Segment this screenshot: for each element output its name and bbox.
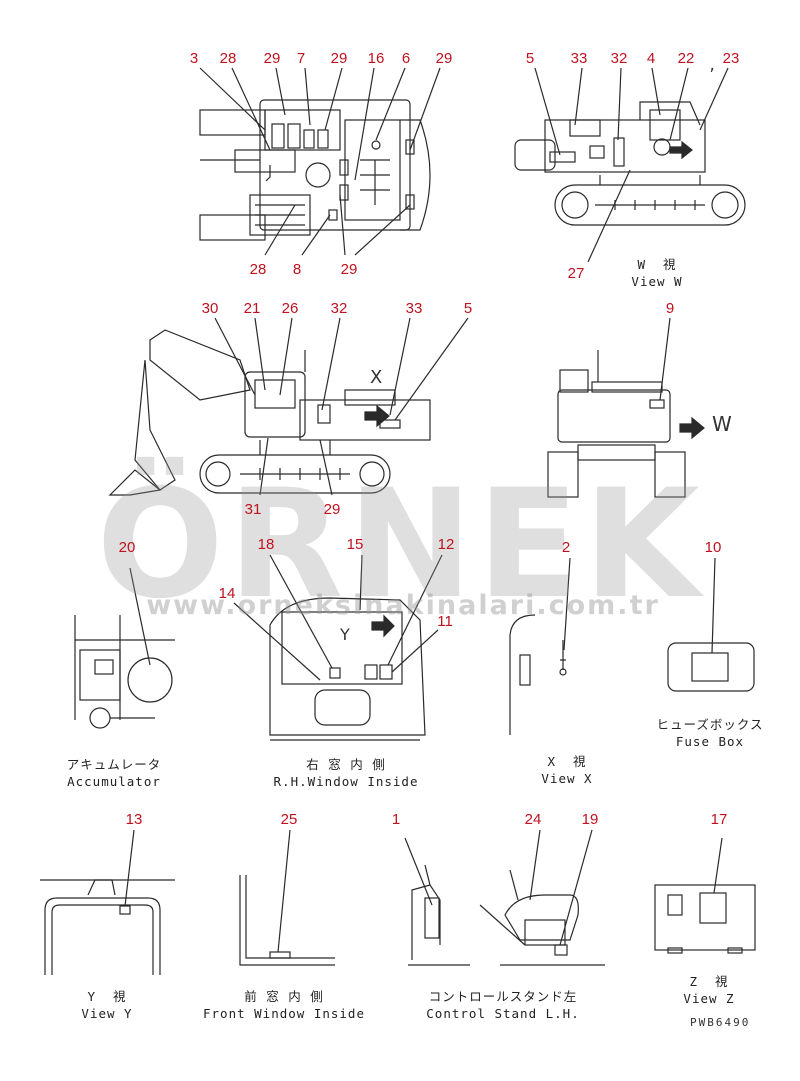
callout-number: 8 xyxy=(292,261,302,278)
callout-number: 29 xyxy=(330,50,348,67)
callout-number: 1 xyxy=(391,811,401,828)
drawing-code: PWB6490 xyxy=(690,1016,751,1029)
marker-comma: , xyxy=(708,58,717,74)
callout-number: 21 xyxy=(243,300,261,317)
callout-number: 3 xyxy=(189,50,199,67)
callout-number: 11 xyxy=(437,613,453,630)
callout-number: 16 xyxy=(367,50,385,67)
fuse-box-drawing xyxy=(667,557,755,692)
callout-number: 20 xyxy=(118,539,136,556)
callout-number: 19 xyxy=(581,811,599,828)
rear-view-machine xyxy=(547,317,705,498)
callout-number: 14 xyxy=(218,585,236,602)
view-caption: 右 窓 内 側 R.H.Window Inside xyxy=(273,757,419,789)
top-view-leaders xyxy=(199,67,441,256)
side-view-machine xyxy=(108,329,431,496)
callout-number: 26 xyxy=(281,300,299,317)
view-caption: W 視 View W xyxy=(631,257,683,289)
view-caption: アキュムレータ Accumulator xyxy=(66,757,162,789)
view-w-leaders xyxy=(534,67,729,263)
callout-number: 33 xyxy=(570,50,588,67)
marker-w: W xyxy=(712,412,732,436)
view-x-drawing xyxy=(509,557,571,735)
callout-number: 32 xyxy=(610,50,628,67)
view-caption: Z 視 View Z xyxy=(683,974,735,1006)
callout-number: 5 xyxy=(525,50,535,67)
marker-y: Y xyxy=(340,625,350,644)
callout-number: 4 xyxy=(646,50,656,67)
callout-number: 5 xyxy=(463,300,473,317)
view-caption: X 視 View X xyxy=(541,754,593,786)
callout-number: 12 xyxy=(437,536,455,553)
callout-number: 18 xyxy=(257,536,275,553)
callout-number: 28 xyxy=(249,261,267,278)
watermark-url: www.orneksinakinalari.com.tr xyxy=(146,590,660,621)
top-view-machine xyxy=(199,99,431,241)
callout-number: 17 xyxy=(710,811,728,828)
accumulator-drawing xyxy=(74,567,175,729)
view-caption: ヒューズボックス Fuse Box xyxy=(656,717,764,749)
callout-number: 15 xyxy=(346,536,364,553)
callout-number: 29 xyxy=(340,261,358,278)
callout-number: 27 xyxy=(567,265,585,282)
callout-number: 33 xyxy=(405,300,423,317)
callout-number: 7 xyxy=(296,50,306,67)
callout-number: 29 xyxy=(263,50,281,67)
callout-number: 31 xyxy=(244,501,262,518)
callout-number: 9 xyxy=(665,300,675,317)
view-caption: コントロールスタンド左 Control Stand L.H. xyxy=(426,989,580,1021)
callout-number: 32 xyxy=(330,300,348,317)
callout-number: 22 xyxy=(677,50,695,67)
view-caption: Y 視 View Y xyxy=(81,989,133,1021)
callout-number: 29 xyxy=(323,501,341,518)
watermark-text: ÖRNEK xyxy=(96,458,704,632)
callout-number: 25 xyxy=(280,811,298,828)
callout-number: 24 xyxy=(524,811,542,828)
callout-number: 28 xyxy=(219,50,237,67)
view-w-machine xyxy=(514,101,746,226)
callout-number: 13 xyxy=(125,811,143,828)
callout-number: 23 xyxy=(722,50,740,67)
front-window-drawing xyxy=(239,829,335,966)
marker-x: X xyxy=(370,367,383,388)
view-caption: 前 窓 内 側 Front Window Inside xyxy=(203,989,365,1021)
callout-number: 6 xyxy=(401,50,411,67)
view-y-drawing xyxy=(40,829,175,975)
view-z-drawing xyxy=(654,837,756,954)
callout-number: 30 xyxy=(201,300,219,317)
control-stand-lh-drawing xyxy=(404,829,605,966)
callout-number: 29 xyxy=(435,50,453,67)
callout-number: 10 xyxy=(704,539,722,556)
rh-window-drawing xyxy=(233,554,443,741)
callout-number: 2 xyxy=(561,539,571,556)
side-view-leaders xyxy=(214,317,469,496)
